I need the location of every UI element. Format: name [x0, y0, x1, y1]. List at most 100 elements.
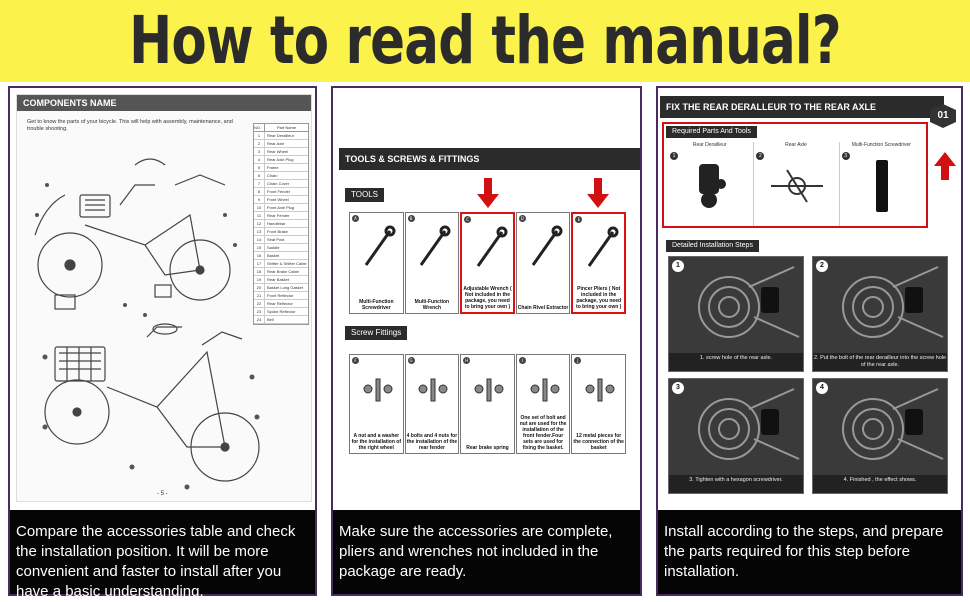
tools-tag: TOOLS: [345, 188, 384, 202]
part-name: Basket Long Gasket: [267, 285, 304, 290]
part-name: Rear Wheel: [267, 149, 289, 154]
part-name: Chain Cover: [267, 181, 290, 186]
title-banner: How to read the manual?: [0, 0, 970, 82]
screw-illustration-icon: [474, 378, 504, 402]
required-part-label: Multi-Function Screwdriver: [851, 142, 911, 148]
gear-cassette-icon: [698, 388, 800, 460]
part-number: 9: [254, 196, 265, 203]
screw-label: 4 bolts and 4 nuts for the installation …: [406, 433, 458, 451]
part-number: 6: [254, 172, 265, 179]
part-name: Frame: [267, 165, 279, 170]
part-name: Front Reflector: [267, 293, 294, 298]
screw-fittings-tag: Screw Fittings: [345, 326, 408, 340]
tool-letter: B: [407, 215, 415, 222]
part-name: Shifter & Shifter Cable: [267, 261, 307, 266]
part-name: Spoke Reflector: [267, 309, 296, 314]
components-caption: Compare the accessories table and check …: [10, 510, 315, 600]
install-heading: FIX THE REAR DERALLEUR TO THE REAR AXLE: [660, 96, 944, 118]
gear-cassette-icon: [842, 266, 944, 338]
components-manual-page: COMPONENTS NAME Get to know the parts of…: [16, 94, 312, 502]
screw-letter: G: [407, 357, 415, 364]
tool-label: Pincer Pliers ( Not included in the pack…: [576, 286, 622, 310]
part-name: Handlebar: [267, 221, 286, 226]
tools-heading: TOOLS & SCREWS & FITTINGS: [339, 148, 640, 170]
tool-illustration-icon: [364, 225, 396, 266]
page-title: How to read the manual?: [129, 2, 842, 79]
tool-illustration-icon: [587, 226, 619, 267]
screw-label: One set of bolt and nut are used for the…: [519, 415, 567, 451]
step-number: 3: [672, 382, 684, 394]
parts-name-header: Part Name: [276, 125, 297, 130]
part-name: Rear Axle Plug: [267, 157, 294, 162]
components-panel: COMPONENTS NAME Get to know the parts of…: [8, 86, 317, 600]
part-number: 17: [254, 260, 265, 267]
tool-label: Multi-Function Screwdriver: [359, 299, 394, 311]
manual-page-number: - 5 -: [157, 491, 168, 497]
part-number: 4: [254, 156, 265, 163]
screw-letter: H: [463, 357, 471, 364]
required-part-label: Rear Derailleur: [692, 142, 727, 148]
part-number: 2: [254, 140, 265, 147]
part-number: 19: [254, 276, 265, 283]
screw-label: A nut and a washer for the installation …: [351, 433, 402, 451]
part-number: 11: [254, 212, 265, 219]
part-number: 24: [254, 316, 265, 323]
part-number: 18: [254, 268, 265, 275]
part-number: 23: [254, 308, 265, 315]
step-number: 4: [816, 382, 828, 394]
tool-illustration-icon: [531, 225, 563, 266]
required-part-label: Rear Axle: [785, 142, 807, 148]
red-down-arrow-icon: [587, 178, 609, 208]
red-down-arrow-icon: [477, 178, 499, 208]
part-name: Seat Post: [267, 237, 285, 242]
screw-letter: J: [574, 357, 582, 364]
part-number: 8: [254, 188, 265, 195]
part-number: 14: [254, 236, 265, 243]
installation-steps-tag: Detailed Installation Steps: [666, 240, 759, 252]
tool-letter: C: [464, 216, 472, 223]
part-number: 1: [254, 132, 265, 139]
part-name: Bell: [267, 317, 274, 322]
gear-cassette-icon: [842, 388, 944, 460]
screw-letter: F: [352, 357, 359, 364]
required-part-number: 2: [756, 152, 765, 160]
install-caption: Install according to the steps, and prep…: [658, 510, 961, 594]
part-number: 10: [254, 204, 265, 211]
step-number: 1: [672, 260, 684, 272]
screwdriver-icon: [876, 160, 889, 212]
part-name: Front Brake: [267, 229, 288, 234]
required-parts-box: Required Parts And Tools Rear Derailleur…: [662, 122, 928, 228]
part-number: 7: [254, 180, 265, 187]
part-number: 3: [254, 148, 265, 155]
red-up-arrow-icon: [934, 152, 956, 180]
part-name: Basket: [267, 253, 280, 258]
part-number: 21: [254, 292, 265, 299]
part-name: Chain: [267, 173, 278, 178]
